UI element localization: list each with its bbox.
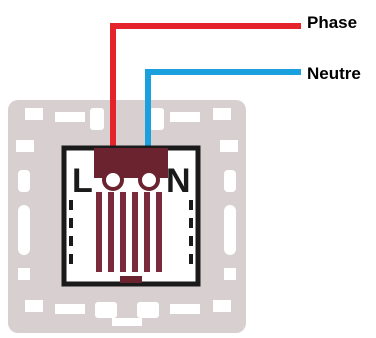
- wire-label-phase: Phase: [307, 13, 358, 32]
- terminal-label-neutral: N: [166, 162, 191, 200]
- wire-label-neutre: Neutre: [307, 64, 361, 83]
- side-marks: [69, 200, 193, 264]
- terminal-screw-neutral: [138, 169, 160, 191]
- switch-mechanism: [61, 145, 201, 287]
- terminal-label-live: L: [72, 162, 93, 200]
- terminal-screw-live: [102, 169, 124, 191]
- mechanism-slots: [96, 192, 162, 272]
- wire-phase: [110, 23, 301, 175]
- plate-cutouts: [16, 108, 238, 326]
- bottom-tab: [120, 276, 142, 283]
- wire-neutre: [145, 69, 301, 175]
